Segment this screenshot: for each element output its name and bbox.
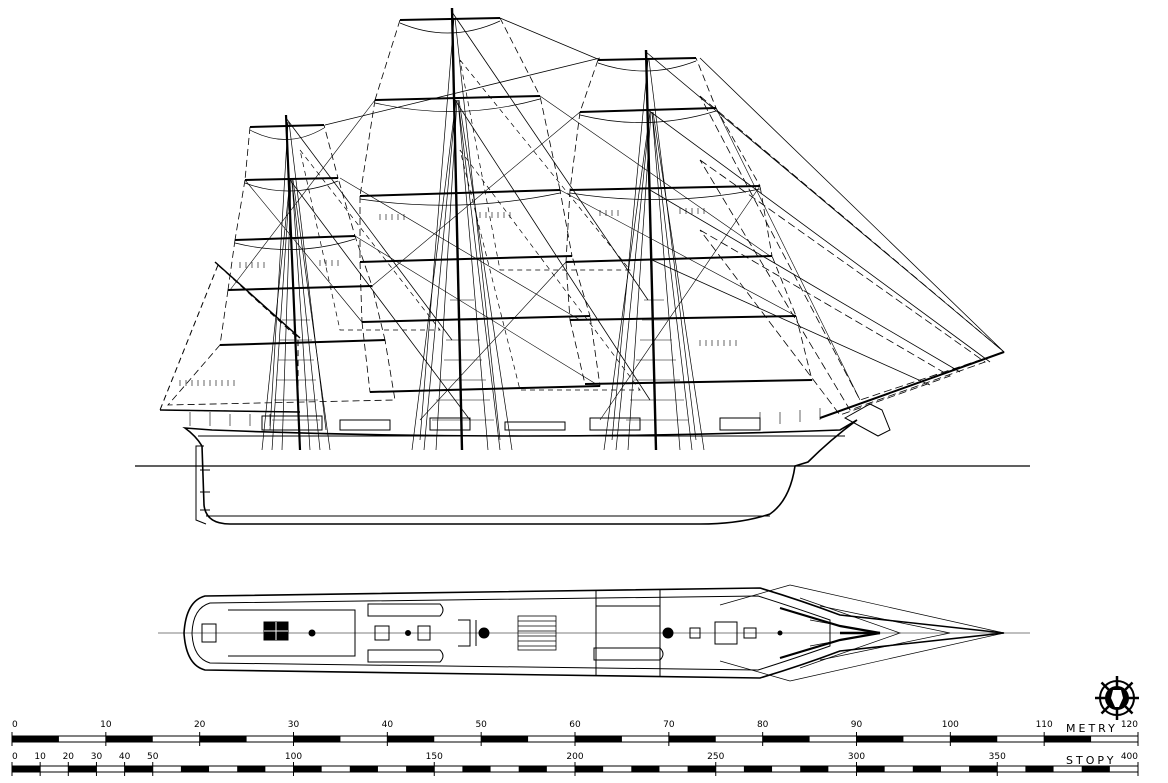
scale-block [518, 766, 547, 772]
scale-block [180, 766, 210, 772]
figurehead [843, 403, 891, 437]
scale-block [762, 736, 810, 742]
scale-feet-unit-label: STOPY [1066, 754, 1116, 767]
rudder [195, 445, 207, 525]
scale-block [969, 766, 998, 772]
side-elevation [135, 7, 1030, 525]
stays [285, 11, 1005, 421]
reef-hatching [179, 208, 737, 386]
scale-tick-label: 90 [851, 720, 863, 730]
scale-tick-label: 20 [63, 752, 75, 762]
scale-block [950, 736, 998, 742]
scale-tick-label: 20 [194, 720, 206, 730]
scale-feet: 0 10 20 30 40 50 100 150 200 250 300 350 400 [11, 752, 1139, 776]
scale-block [575, 736, 622, 742]
scale-block [575, 766, 604, 772]
scale-block [105, 736, 153, 742]
scale-block [687, 766, 716, 772]
deck-inner-outline [191, 595, 831, 671]
scale-block [237, 766, 266, 772]
scale-metric-unit-label: METRY [1066, 722, 1118, 735]
scale-block [349, 766, 378, 772]
scale-tick-label: 400 [1121, 752, 1138, 762]
scale-tick-label: 350 [989, 752, 1006, 762]
scale-tick-label: 10 [34, 752, 46, 762]
main-hatch [517, 615, 557, 651]
ship-wheel-emblem-icon [1095, 676, 1139, 720]
scale-tick-label: 300 [848, 752, 865, 762]
scale-block [1081, 766, 1110, 772]
main-mast-base [478, 627, 490, 639]
scale-tick-label: 0 [12, 720, 18, 730]
scale-tick-label: 250 [707, 752, 724, 762]
scale-block [293, 736, 341, 742]
mizzen-mast-base [308, 629, 316, 637]
scale-block [856, 766, 885, 772]
scale-block [800, 766, 829, 772]
scale-block [481, 736, 529, 742]
scale-block [856, 736, 904, 742]
rail-stanchions [189, 408, 821, 426]
staysails [299, 59, 641, 391]
braces [229, 95, 861, 421]
scale-tick-label: 50 [475, 720, 487, 730]
stern-post [200, 469, 210, 511]
scale-block [406, 766, 435, 772]
scale-block [68, 766, 97, 772]
scale-block [912, 766, 941, 772]
scale-tick-label: 100 [942, 720, 959, 730]
scale-tick-label: 50 [147, 752, 159, 762]
scale-block [293, 766, 322, 772]
scale-block [743, 766, 773, 772]
yards-fore [565, 57, 813, 385]
fore-mast-base [662, 627, 674, 639]
companionway [201, 623, 217, 643]
scale-block [12, 766, 41, 772]
scale-block [462, 766, 491, 772]
boat-stbd-aft [367, 649, 444, 663]
scale-tick-label: 100 [285, 752, 302, 762]
scale-tick-label: 120 [1121, 720, 1138, 730]
mast-aft [284, 114, 302, 451]
capstan [458, 619, 477, 647]
deck-houses [261, 415, 761, 431]
scale-tick-label: 70 [663, 720, 675, 730]
scale-block [387, 736, 435, 742]
scale-block [631, 766, 660, 772]
scale-tick-label: 40 [119, 752, 131, 762]
scale-tick-label: 110 [1036, 720, 1053, 730]
scale-tick-label: 40 [382, 720, 394, 730]
deck-plan [158, 584, 1030, 682]
scale-block [668, 736, 716, 742]
deck-outline [183, 587, 1005, 679]
headsails [699, 95, 1005, 416]
ratlines [272, 299, 688, 421]
scale-tick-label: 60 [569, 720, 581, 730]
scale-block [1025, 766, 1054, 772]
bow-cathead [779, 606, 881, 660]
scale-block [124, 766, 153, 772]
scale-block [12, 736, 59, 742]
scale-tick-label: 30 [288, 720, 300, 730]
scale-tick-label: 10 [100, 720, 112, 730]
scale-block [1044, 736, 1092, 742]
scale-tick-label: 30 [91, 752, 103, 762]
scale-tick-label: 150 [426, 752, 443, 762]
scale-tick-label: 200 [566, 752, 583, 762]
bowsprit [819, 351, 1005, 419]
boat-port-aft [367, 603, 444, 617]
scale-metric: 0 10 20 30 40 50 60 70 80 90 100 110 120 [11, 720, 1139, 746]
poop-deck [228, 609, 356, 657]
scale-tick-label: 0 [12, 752, 18, 762]
boat-stbd-mid [593, 647, 664, 661]
sail-curves [234, 20, 761, 250]
shrouds [261, 17, 705, 451]
yards-main [359, 17, 601, 393]
scale-block [199, 736, 247, 742]
scale-tick-label: 80 [757, 720, 769, 730]
